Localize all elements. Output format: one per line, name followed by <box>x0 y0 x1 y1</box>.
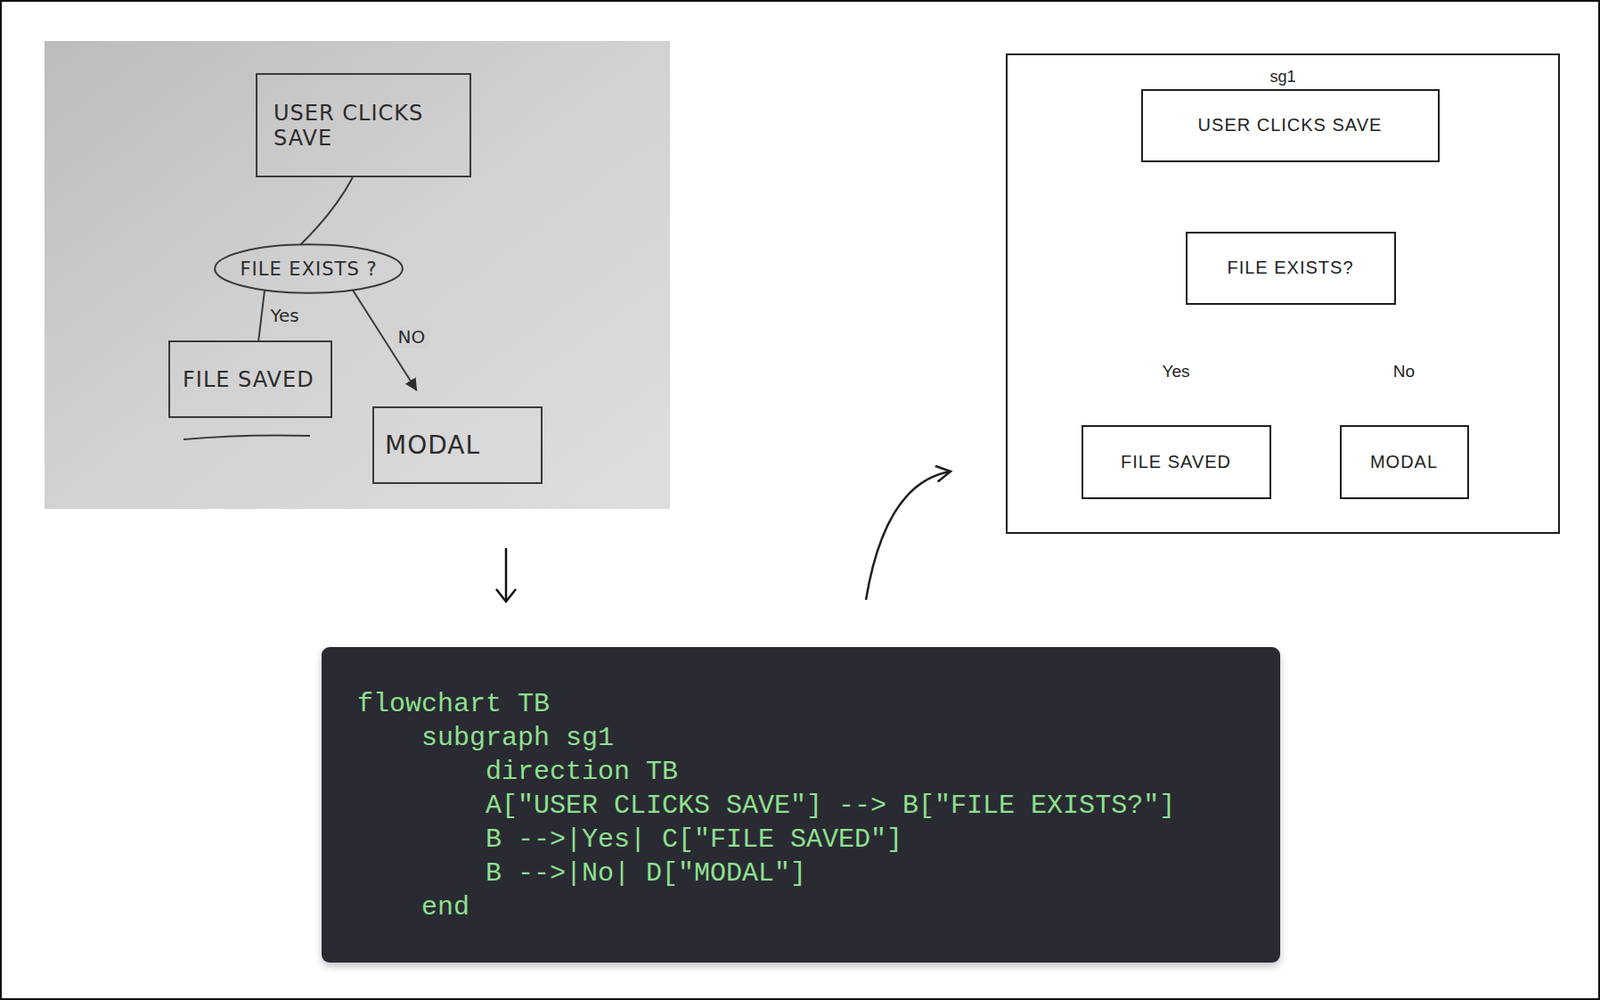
node-text: MODAL <box>384 430 531 460</box>
sketch-process-box: FILE SAVED <box>168 340 333 418</box>
down-arrow-head <box>496 588 516 602</box>
code-line: A["USER CLICKS SAVE"] --> B["FILE EXISTS… <box>357 788 1245 823</box>
code-line: end <box>357 889 1245 924</box>
process-box: FILE SAVED <box>1081 424 1272 499</box>
flow-arrow <box>865 471 951 600</box>
node-text: FILE SAVED <box>1120 451 1232 473</box>
node-text: USER CLICKS SAVE <box>273 100 454 151</box>
node-text: USER CLICKS SAVE <box>1198 114 1383 136</box>
sketch-process-box: USER CLICKS SAVE <box>255 73 472 178</box>
code-line: subgraph sg1 <box>357 720 1245 755</box>
sketch-underline <box>183 435 311 441</box>
sketch-connector <box>300 177 353 245</box>
process-box: USER CLICKS SAVE <box>1141 89 1440 163</box>
ellipse-outline <box>214 244 403 293</box>
code-block: flowchart TBsubgraph sg1direction TBA["U… <box>321 646 1281 963</box>
node-text: FILE SAVED <box>182 367 319 392</box>
code-line: B -->|No| D["MODAL"] <box>357 856 1245 890</box>
down-arrow-shaft <box>505 547 508 600</box>
process-box: MODAL <box>1339 424 1470 499</box>
group-label: sg1 <box>1007 67 1559 87</box>
code-line: direction TB <box>357 754 1245 789</box>
code-line: flowchart TB <box>357 686 1245 721</box>
edge-label: NO <box>393 325 429 349</box>
whiteboard-surface <box>44 40 670 509</box>
node-text: MODAL <box>1370 451 1438 473</box>
decision-box: FILE EXISTS? <box>1185 231 1396 305</box>
sketch-decision-ellipse: FILE EXISTS ? <box>212 242 405 295</box>
code-line: B -->|Yes| C["FILE SAVED"] <box>357 822 1245 857</box>
edge-label: Yes <box>1159 360 1194 383</box>
node-text: FILE EXISTS ? <box>239 258 377 280</box>
sketch-connector <box>258 289 265 341</box>
sketch-process-box: MODAL <box>372 406 543 484</box>
subgraph-box: sg1USER CLICKS SAVE FILE EXISTS? FILE SAVE… <box>1005 53 1560 534</box>
node-text: FILE EXISTS? <box>1226 257 1354 278</box>
edge-label: No <box>1389 360 1419 383</box>
edge-label: Yes <box>266 303 303 327</box>
